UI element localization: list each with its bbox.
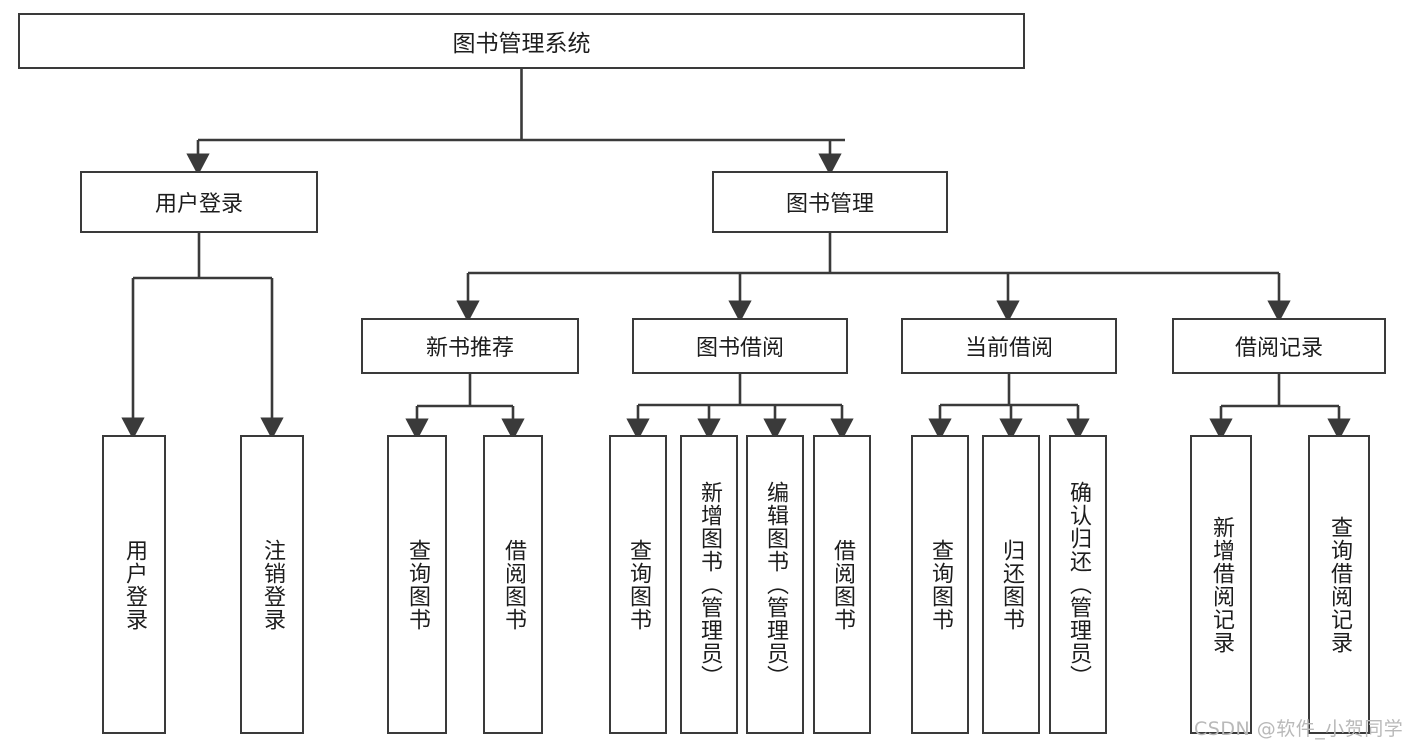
node-current-borrow-label: 当前借阅 <box>964 336 1053 361</box>
node-leaf-user-logout-label: 注销登录 <box>259 538 285 631</box>
node-leaf-borrow-book-2-label: 借阅图书 <box>829 538 855 631</box>
node-leaf-user-logout[interactable]: 注销登录 <box>240 435 304 734</box>
node-leaf-query-book-2-label: 查询图书 <box>625 538 651 631</box>
node-leaf-query-book-1-label: 查询图书 <box>404 538 430 631</box>
node-leaf-add-record[interactable]: 新增借阅记录 <box>1190 435 1252 734</box>
node-user-login-label: 用户登录 <box>154 192 243 217</box>
node-leaf-edit-book[interactable]: 编辑图书（管理员） <box>746 435 804 734</box>
node-leaf-add-record-label: 新增借阅记录 <box>1208 515 1234 654</box>
node-leaf-query-book-3-label: 查询图书 <box>927 538 953 631</box>
node-leaf-borrow-book-2[interactable]: 借阅图书 <box>813 435 871 734</box>
node-leaf-add-book-label: 新增图书（管理员） <box>696 481 722 688</box>
node-leaf-query-book-3[interactable]: 查询图书 <box>911 435 969 734</box>
node-leaf-user-login[interactable]: 用户登录 <box>102 435 166 734</box>
node-leaf-query-book-2[interactable]: 查询图书 <box>609 435 667 734</box>
node-book-borrow-label: 图书借阅 <box>695 336 784 361</box>
node-book-borrow[interactable]: 图书借阅 <box>632 318 848 374</box>
node-leaf-borrow-book-1[interactable]: 借阅图书 <box>483 435 543 734</box>
node-borrow-record-label: 借阅记录 <box>1234 336 1323 361</box>
node-leaf-confirm-return-label: 确认归还（管理员） <box>1065 481 1091 688</box>
node-book-manage-label: 图书管理 <box>785 192 874 217</box>
node-root[interactable]: 图书管理系统 <box>18 13 1025 69</box>
node-leaf-query-record[interactable]: 查询借阅记录 <box>1308 435 1370 734</box>
node-new-book-recommend[interactable]: 新书推荐 <box>361 318 579 374</box>
node-root-label: 图书管理系统 <box>452 31 591 57</box>
node-borrow-record[interactable]: 借阅记录 <box>1172 318 1386 374</box>
watermark-text: CSDN @软件_小贺同学 <box>1194 718 1404 740</box>
node-leaf-return-book[interactable]: 归还图书 <box>982 435 1040 734</box>
node-leaf-edit-book-label: 编辑图书（管理员） <box>762 481 788 688</box>
node-new-book-recommend-label: 新书推荐 <box>425 336 514 361</box>
node-leaf-query-book-1[interactable]: 查询图书 <box>387 435 447 734</box>
node-leaf-return-book-label: 归还图书 <box>998 538 1024 631</box>
node-leaf-borrow-book-1-label: 借阅图书 <box>500 538 526 631</box>
node-leaf-add-book[interactable]: 新增图书（管理员） <box>680 435 738 734</box>
node-book-manage[interactable]: 图书管理 <box>712 171 948 233</box>
node-user-login[interactable]: 用户登录 <box>80 171 318 233</box>
node-leaf-query-record-label: 查询借阅记录 <box>1326 515 1352 654</box>
node-leaf-user-login-label: 用户登录 <box>121 538 147 631</box>
node-current-borrow[interactable]: 当前借阅 <box>901 318 1117 374</box>
node-leaf-confirm-return[interactable]: 确认归还（管理员） <box>1049 435 1107 734</box>
